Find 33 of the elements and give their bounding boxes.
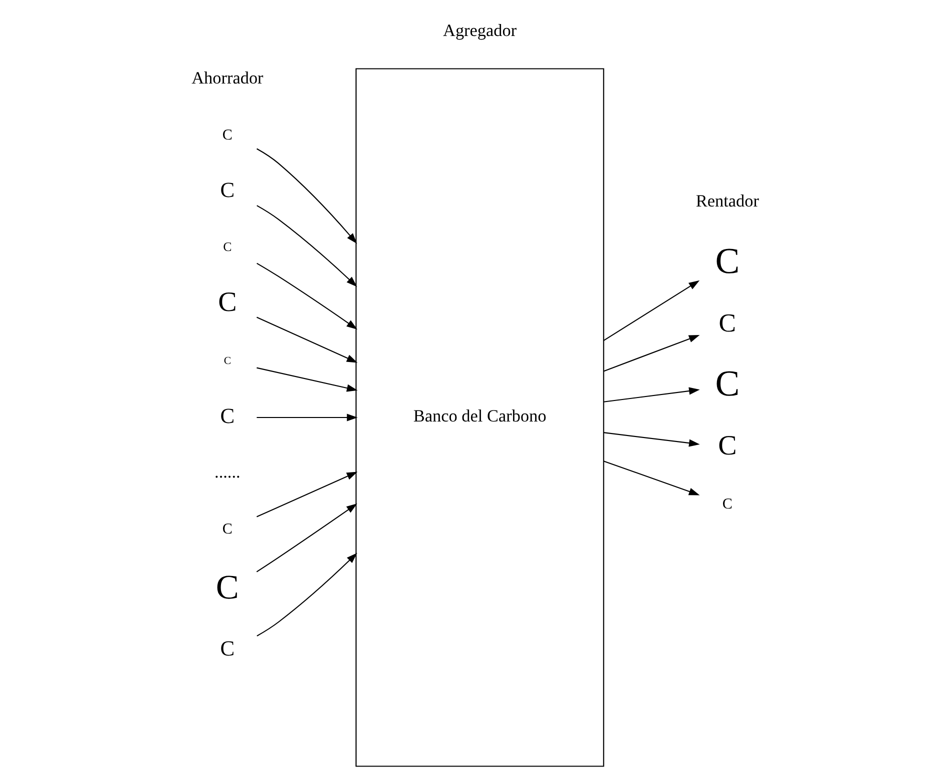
arrow (256, 472, 358, 518)
arrow (603, 334, 700, 372)
arrow (256, 205, 358, 287)
arrow (603, 460, 700, 496)
node-text: C (220, 404, 235, 428)
arrow (256, 148, 358, 244)
node-text: C (216, 568, 239, 606)
node-text: C (223, 238, 232, 254)
node-text: C (220, 636, 235, 660)
node-text: C (715, 362, 740, 404)
node-text: C (222, 127, 232, 144)
node-text: C (718, 430, 737, 462)
node-text: C (224, 355, 232, 368)
arrow (256, 552, 358, 636)
node-text: C (222, 521, 232, 538)
arrow (604, 387, 700, 402)
arrow (256, 367, 358, 392)
arrow (256, 316, 358, 363)
label: Ahorrador (192, 68, 264, 88)
arrow (603, 280, 700, 341)
arrow (604, 432, 700, 447)
label: Rentador (696, 191, 759, 210)
label: ...... (214, 462, 240, 482)
node-text: C (715, 240, 740, 281)
node-text: C (220, 178, 235, 202)
node-box: Banco del Carbono (356, 68, 604, 767)
arrow (256, 504, 358, 572)
node-text: C (722, 496, 732, 513)
node-text: C (218, 287, 237, 318)
label: Agregador (443, 21, 517, 40)
arrow (256, 414, 358, 422)
arrow (256, 262, 358, 330)
node-text: C (718, 308, 736, 338)
